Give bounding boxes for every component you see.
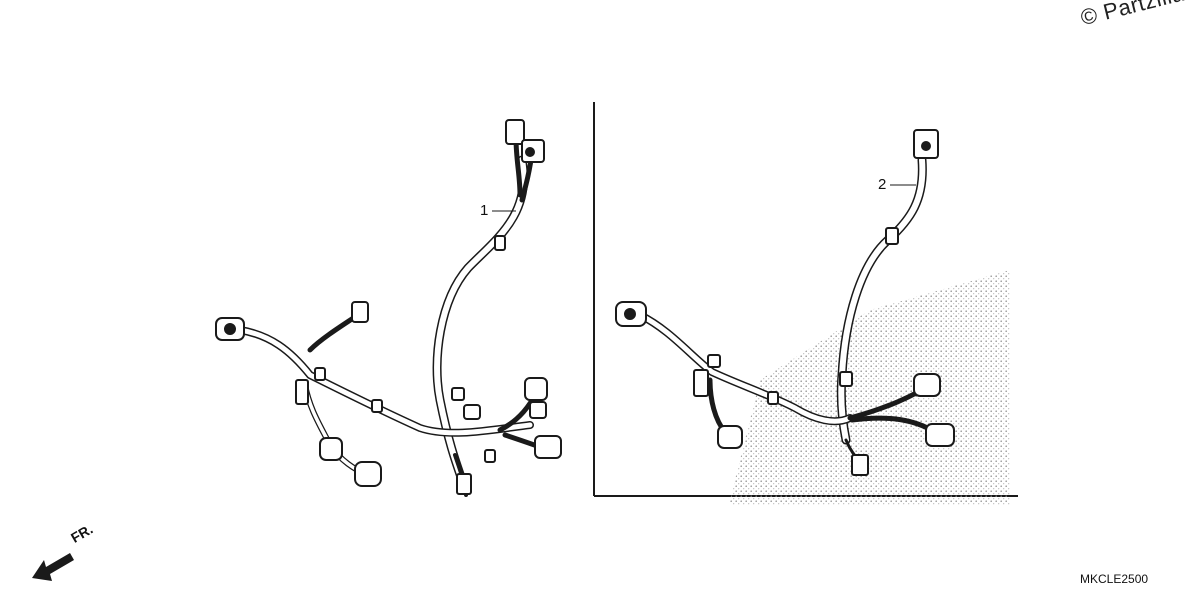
wire-harness-1 <box>236 135 551 497</box>
harness-1-connectors <box>215 119 562 495</box>
diagram-code: MKCLE2500 <box>1080 572 1149 586</box>
wire-harness-2 <box>636 155 938 464</box>
callout-1: 1 <box>480 202 489 219</box>
shaded-area <box>730 270 1010 505</box>
callout-2: 2 <box>878 176 887 193</box>
harness-2-connectors <box>615 129 955 476</box>
callout-leaders <box>492 184 916 212</box>
front-direction-arrow-icon <box>32 553 74 581</box>
